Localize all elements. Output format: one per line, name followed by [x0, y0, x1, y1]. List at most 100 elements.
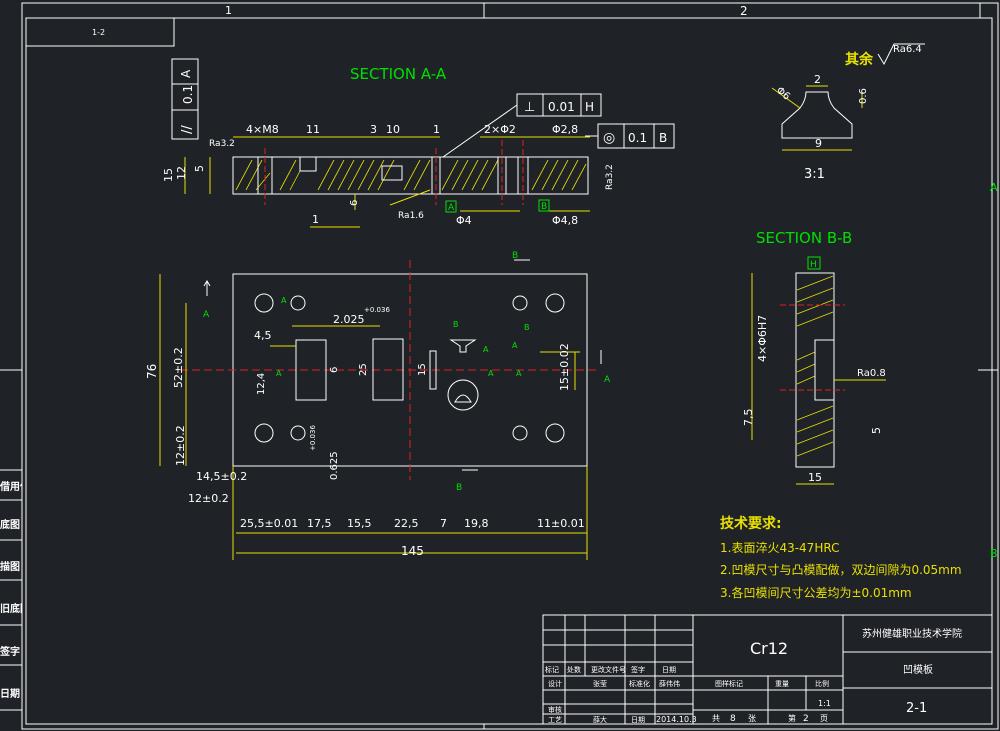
tb-sheet-label: 张 [748, 714, 756, 723]
bb-ra: Ra0.8 [857, 368, 886, 379]
plan-cut-a-5: A [488, 369, 494, 378]
parallel-tolerance-frame [171, 58, 199, 140]
plan-cut-a-3: A [483, 345, 489, 354]
tb-weight-label: 重量 [775, 680, 789, 688]
dim-10: 10 [386, 123, 400, 136]
detail-dim-06: 0.6 [858, 88, 869, 104]
section-aa-body [232, 140, 589, 205]
datum-h-label: H [810, 260, 817, 270]
bb-dim-75: 7,5 [742, 409, 755, 427]
plan-dim-145: 14,5±0.2 [196, 470, 247, 483]
plan-cut-a-2: A [281, 296, 287, 305]
dim-12-aa: 12 [175, 166, 188, 180]
tb-h-doc: 更改文件号 [591, 665, 626, 674]
plan-dim-198: 19,8 [464, 517, 489, 530]
plan-dim-45: 4,5 [254, 329, 272, 342]
dim-1-top: 1 [433, 123, 440, 136]
tb-standard: 标准化 [629, 679, 650, 688]
side-strip [0, 469, 23, 729]
bb-dim-15: 15 [808, 471, 822, 484]
tb-drawing-no: 2-1 [906, 701, 927, 716]
tb-design: 设计 [548, 679, 562, 688]
notes-item-2: 2.凹模尺寸与凸模配做，双边间隙为0.05mm [720, 562, 962, 577]
side-label-3: 描图 [0, 562, 20, 573]
detail-dims [771, 85, 863, 151]
dim-phi28: Φ2,8 [552, 123, 578, 136]
plan-dim-overall: 145 [401, 544, 424, 558]
detail-profile [781, 91, 853, 139]
plan-dim-124: 12,4 [256, 373, 267, 395]
dim-4xm8: 4×M8 [246, 123, 279, 136]
plan-dim-25: 25 [358, 363, 369, 376]
plan-dim-52: 52±0.2 [172, 347, 185, 388]
remainder-label: 其余 [845, 51, 874, 68]
datum-h-box [807, 256, 821, 270]
ra-left-aa: Ra3.2 [209, 139, 235, 149]
plan-dim-7: 7 [440, 517, 447, 530]
ra-bottom-aa: Ra1.6 [398, 211, 424, 221]
plan-view [159, 259, 602, 560]
tb-h-count: 处数 [567, 665, 581, 674]
datum-a-box [445, 200, 457, 213]
tb-scale-value: 1:1 [818, 699, 831, 708]
dim-2xphi2: 2×Φ2 [484, 123, 516, 136]
remainder-ra: Ra6.4 [893, 44, 922, 55]
zone-label-b: B [990, 547, 998, 560]
dim-1-bottom: 1 [312, 213, 319, 226]
conc-tolerance-frame [585, 123, 675, 149]
plan-cut-b-2: B [524, 323, 530, 332]
parallel-datum: A [179, 69, 193, 78]
datum-a-label: A [448, 203, 455, 213]
tb-review: 审核 [548, 705, 562, 714]
plan-cut-a-6: A [516, 369, 522, 378]
datum-b-box [538, 199, 550, 212]
plan-dim-0625-tol: +0.036 [309, 425, 317, 451]
conc-value: 0.1 [628, 131, 647, 145]
tb-name-3: 薛大 [593, 715, 607, 724]
notes-item-1: 1.表面淬火43-47HRC [720, 540, 839, 555]
remainder-ra-symbol [877, 43, 925, 66]
plan-dim-15-002: 15±0.02 [558, 343, 571, 391]
dim-3: 3 [370, 123, 377, 136]
zone-label-2: 2 [740, 4, 748, 18]
section-bb-title: SECTION B-B [756, 229, 852, 247]
tb-name-2: 薛伟伟 [659, 679, 680, 688]
section-aa-dim-lines [184, 136, 590, 228]
parallel-symbol: // [180, 125, 195, 134]
side-label-1: 借用件登记 [0, 482, 22, 493]
dim-15-aa: 15 [162, 168, 175, 182]
datum-b-label: B [541, 202, 547, 212]
plan-cut-b-top: B [512, 251, 518, 261]
tb-h-date: 日期 [662, 666, 676, 674]
plan-cut-a-left: A [203, 310, 210, 320]
tb-name-1: 张莹 [593, 679, 607, 688]
plan-dim-2025-tol: +0.036 [364, 306, 390, 314]
tb-page-unit: 页 [820, 714, 828, 723]
detail-scale: 3:1 [804, 167, 825, 182]
plan-dim-225: 22,5 [394, 517, 419, 530]
dim-phi48: Φ4,8 [552, 214, 578, 227]
conc-datum: B [659, 131, 667, 145]
perp-datum: H [585, 100, 594, 114]
detail-dim-9: 9 [815, 137, 822, 150]
bb-dim-5: 5 [870, 427, 883, 434]
section-bb-dims [751, 273, 886, 485]
tb-h-sign: 签字 [631, 665, 645, 674]
section-aa-title: SECTION A-A [350, 65, 447, 83]
tb-scale-label: 比例 [815, 679, 829, 688]
plan-dim-155: 15,5 [347, 517, 372, 530]
corner-code: 1-2 [92, 28, 105, 37]
tb-part-name: 凹模板 [903, 663, 933, 676]
tb-sheet-no: 2 [803, 714, 809, 724]
section-bb-body [780, 272, 845, 468]
plan-dim-0625: 0.625 [329, 451, 340, 480]
perp-tolerance-frame [442, 93, 602, 158]
side-label-4: 旧底图总号 [0, 604, 22, 615]
title-block-grid [542, 614, 993, 725]
notes-item-3: 3.各凹模间尺寸公差均为±0.01mm [720, 585, 912, 600]
bb-hole-dim: 4×Φ6H7 [756, 315, 769, 362]
plan-dim-12-left: 12±0.2 [174, 425, 187, 466]
parallel-value: 0.1 [181, 85, 195, 104]
notes-title: 技术要求: [720, 515, 782, 532]
